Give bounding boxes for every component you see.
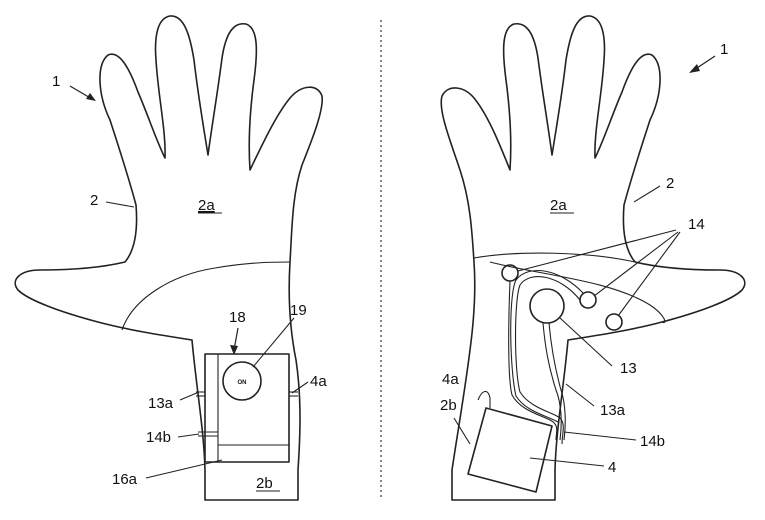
right-palm-seam <box>473 252 636 263</box>
label-2a-right: 2a <box>550 197 567 214</box>
on-button[interactable] <box>222 361 262 401</box>
switch-module: ON <box>196 353 298 463</box>
leader-2-left <box>105 201 135 208</box>
leader-2-right <box>633 185 661 203</box>
leader-19 <box>252 317 295 368</box>
leader-4-right <box>529 457 605 467</box>
right-glove-outline <box>440 15 746 501</box>
left-hand-figure: ON 1 2 2a 18 19 4a 13a 14b 16a 2b <box>14 15 327 501</box>
wire-14b-inner <box>514 276 581 445</box>
sensor-14-b <box>579 291 597 309</box>
wire-14b-outer <box>510 269 585 423</box>
wire-4a <box>477 390 491 408</box>
leader-13a-left <box>179 391 200 401</box>
right-hand-figure: 1 2 2a 14 13 4a 2b 13a 14b 4 <box>440 15 746 501</box>
left-glove-outline <box>14 15 323 501</box>
label-2-right: 2 <box>666 175 674 192</box>
wire-14a <box>508 280 558 441</box>
label-14: 14 <box>688 216 705 233</box>
label-14b-right: 14b <box>640 433 665 450</box>
label-2-left: 2 <box>90 192 98 209</box>
left-palm-seam <box>121 261 291 331</box>
right-palm-inner <box>489 261 666 324</box>
sensor-14-a <box>501 264 519 282</box>
component-13 <box>529 288 565 324</box>
label-13a-left: 13a <box>148 395 174 412</box>
leader-14-a <box>517 229 677 272</box>
sensor-14-c <box>605 313 623 331</box>
leader-1-left-head <box>86 93 96 101</box>
label-18: 18 <box>229 309 246 326</box>
leader-4a-left <box>291 381 309 394</box>
module-4 <box>467 407 553 493</box>
wire-13a-a <box>542 322 562 441</box>
label-19: 19 <box>290 302 307 319</box>
label-2b-right: 2b <box>440 397 457 414</box>
leader-1-right-head <box>689 64 700 73</box>
leader-14-b <box>593 231 679 297</box>
leader-14b-right <box>563 431 637 441</box>
switch-module-body <box>204 353 290 463</box>
leader-13 <box>559 317 613 367</box>
label-13a-right: 13a <box>600 402 626 419</box>
label-2a-left: 2a <box>198 197 215 214</box>
label-4-right: 4 <box>608 459 616 476</box>
label-14b-left: 14b <box>146 429 171 446</box>
label-16a: 16a <box>112 471 138 488</box>
label-2b-left: 2b <box>256 475 273 492</box>
leader-14-c <box>617 231 681 317</box>
on-button-text: ON <box>238 380 247 386</box>
label-1-right: 1 <box>720 41 728 58</box>
label-1-left: 1 <box>52 73 60 90</box>
leader-16a <box>145 459 223 479</box>
label-4a-left: 4a <box>310 373 327 390</box>
label-13: 13 <box>620 360 637 377</box>
leader-18-head <box>230 345 238 355</box>
wire-13a-b <box>548 322 566 441</box>
leader-13a-right <box>565 383 595 407</box>
leader-2b-right <box>453 417 471 445</box>
leader-14b-left <box>177 433 200 438</box>
label-4a-right: 4a <box>442 371 459 388</box>
